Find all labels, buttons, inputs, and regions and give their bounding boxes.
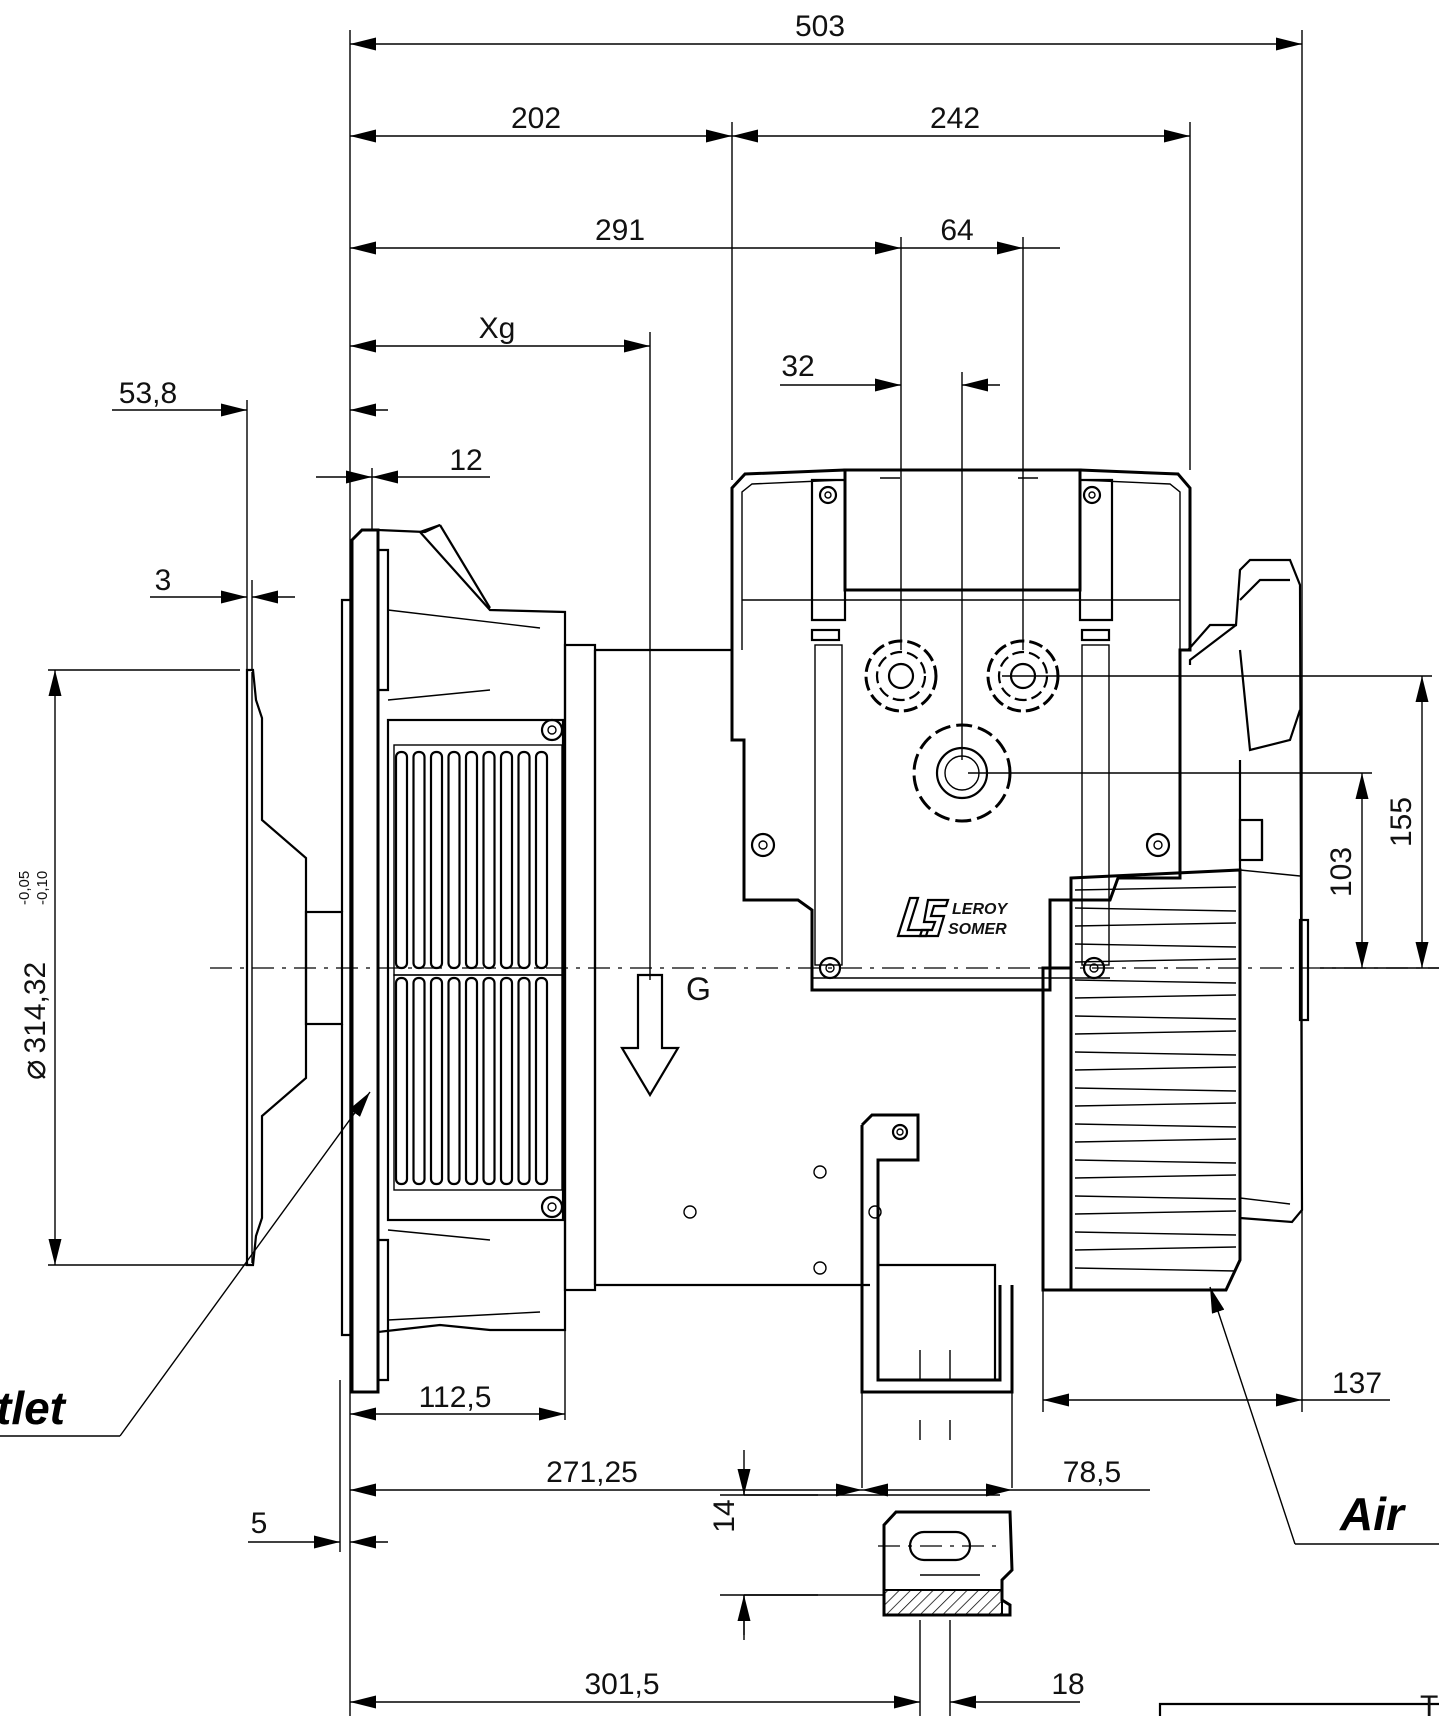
grille-slot xyxy=(394,750,409,970)
grille-slot xyxy=(447,750,461,970)
cooling-fin xyxy=(1074,1231,1237,1236)
grille-slot xyxy=(517,750,531,970)
grille-slot xyxy=(429,976,444,1186)
fan-grille xyxy=(394,750,549,1186)
dim-12: 12 xyxy=(449,444,482,477)
dim-503: 503 xyxy=(795,10,845,43)
grille-slot xyxy=(394,976,409,1186)
dim-64: 64 xyxy=(940,214,973,247)
cooling-fin xyxy=(1074,1066,1237,1071)
grille-slot xyxy=(534,976,549,1186)
front-flange xyxy=(350,523,870,1394)
grille-slot xyxy=(464,976,479,1186)
grille-slot xyxy=(517,976,531,1186)
grille-slot xyxy=(412,976,426,1186)
cooling-fin xyxy=(1074,1030,1237,1035)
cooling-fin xyxy=(1074,1159,1237,1164)
dim-103: 103 xyxy=(1325,847,1358,897)
dim-78-5: 78,5 xyxy=(1063,1456,1121,1489)
cooling-fin xyxy=(1074,1210,1237,1215)
cooling-fin xyxy=(1074,886,1237,891)
cooling-fin xyxy=(1074,1015,1237,1020)
dim-202: 202 xyxy=(511,102,561,135)
grille-slot xyxy=(464,750,479,970)
dim-112-5: 112,5 xyxy=(419,1381,492,1414)
diameter-symbol: ⌀ xyxy=(15,1060,53,1080)
dim-137: 137 xyxy=(1332,1367,1382,1400)
dimension-values: 503 202 242 291 64 Xg 32 53,8 12 3 ⌀ 314,… xyxy=(15,10,1418,1701)
rear-end xyxy=(1041,558,1310,1292)
air-outlet-label: tlet xyxy=(0,1382,67,1434)
dim-18: 18 xyxy=(1051,1668,1084,1701)
terminal-box xyxy=(730,468,1192,992)
svg-text:⌀314,32: ⌀ 314,32 xyxy=(15,962,53,1080)
logo-text-top: LEROY xyxy=(952,901,1008,918)
cooling-fin xyxy=(1074,907,1237,912)
dim-xg: Xg xyxy=(479,312,516,345)
gravity-arrow: G xyxy=(620,971,711,1098)
dim-271-25: 271,25 xyxy=(546,1456,638,1489)
title-block: T xyxy=(1158,1690,1439,1716)
diameter-tol-lower: -0,10 xyxy=(34,871,51,905)
cooling-fin xyxy=(1074,994,1237,999)
dim-3: 3 xyxy=(155,564,172,597)
dim-5: 5 xyxy=(251,1507,268,1540)
cooling-fin xyxy=(1074,979,1237,984)
cable-gland-right xyxy=(986,639,1060,713)
cooling-fin xyxy=(1074,1267,1237,1272)
logo-text-bottom: SOMER xyxy=(948,921,1007,938)
cooling-fin xyxy=(1074,1246,1237,1251)
grille-slot xyxy=(447,976,461,1186)
cooling-fin xyxy=(1074,922,1237,927)
dim-301-5: 301,5 xyxy=(584,1668,659,1701)
cable-gland-center xyxy=(912,723,1012,823)
diameter-tol-upper: -0,05 xyxy=(16,871,33,905)
title-block-label: T xyxy=(1420,1690,1438,1716)
cooling-fin xyxy=(1074,1123,1237,1128)
diameter-value: 314,32 xyxy=(19,962,52,1054)
dimension-lines xyxy=(48,37,1429,1709)
cable-gland-left xyxy=(864,639,938,713)
mounting-foot xyxy=(860,1113,1014,1440)
cooling-fin xyxy=(1074,1195,1237,1200)
cooling-fin xyxy=(1074,1174,1237,1179)
grille-slot xyxy=(499,976,514,1186)
grille-slot xyxy=(499,750,514,970)
cable-glands xyxy=(864,639,1060,823)
dim-32: 32 xyxy=(781,350,814,383)
air-flow-labels: tlet Air xyxy=(0,1091,1439,1545)
dim-155: 155 xyxy=(1385,797,1418,847)
cooling-fins xyxy=(1074,886,1237,1272)
grille-slot xyxy=(412,750,426,970)
cooling-fin xyxy=(1074,1087,1237,1092)
cooling-fin xyxy=(1074,1051,1237,1056)
dim-diameter: ⌀ 314,32 -0,05 -0,10 xyxy=(15,871,53,1080)
foot-detail xyxy=(744,1494,1014,1617)
grille-slot xyxy=(482,750,496,970)
grille-slot xyxy=(482,976,496,1186)
air-inlet-label: Air xyxy=(1339,1488,1406,1540)
cooling-fin xyxy=(1074,1138,1237,1143)
stator-body xyxy=(593,650,882,1285)
dim-53-8: 53,8 xyxy=(119,377,177,410)
gravity-label: G xyxy=(686,971,711,1007)
dim-242: 242 xyxy=(930,102,980,135)
cooling-fin xyxy=(1074,958,1237,963)
grille-slot xyxy=(429,750,444,970)
leroy-somer-logo: LEROY SOMER xyxy=(896,896,1008,938)
cooling-fin xyxy=(1074,1102,1237,1107)
grille-slot xyxy=(534,750,549,970)
cooling-fin xyxy=(1074,943,1237,948)
dim-14: 14 xyxy=(708,1499,741,1532)
dim-291: 291 xyxy=(595,214,645,247)
